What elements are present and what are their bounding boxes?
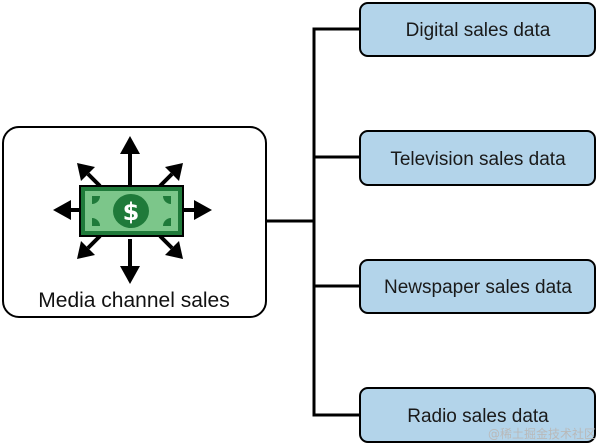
target-box-digital bbox=[359, 2, 596, 57]
target-node-newspaper: Newspaper sales data bbox=[359, 259, 596, 314]
target-node-television: Television sales data bbox=[359, 130, 596, 186]
target-node-digital: Digital sales data bbox=[359, 2, 596, 57]
dollar-bill-arrows-icon: $ bbox=[53, 136, 212, 284]
arrow-down-right-icon bbox=[158, 234, 183, 259]
connector-lines bbox=[264, 27, 362, 417]
target-label-television: Television sales data bbox=[390, 149, 566, 170]
arrow-right-icon bbox=[184, 200, 212, 220]
target-label-digital: Digital sales data bbox=[406, 20, 551, 41]
source-label: Media channel sales bbox=[38, 289, 229, 312]
arrow-up-icon bbox=[120, 136, 140, 185]
target-label-radio: Radio sales data bbox=[407, 406, 549, 427]
target-box-television bbox=[359, 130, 596, 186]
arrow-up-right-icon bbox=[158, 163, 183, 188]
target-node-radio: Radio sales data bbox=[359, 387, 596, 443]
target-box-newspaper bbox=[359, 259, 596, 314]
svg-text:$: $ bbox=[123, 198, 140, 226]
target-label-newspaper: Newspaper sales data bbox=[384, 277, 572, 298]
arrow-left-icon bbox=[53, 200, 80, 220]
arrow-up-left-icon bbox=[77, 163, 102, 188]
target-box-radio bbox=[359, 387, 596, 443]
source-node: $ Media channel sales bbox=[2, 126, 267, 318]
arrow-down-icon bbox=[120, 239, 140, 284]
watermark: @稀土掘金技术社区 bbox=[488, 426, 596, 441]
arrow-down-left-icon bbox=[77, 234, 102, 259]
dollar-bill-icon: $ bbox=[79, 185, 184, 237]
